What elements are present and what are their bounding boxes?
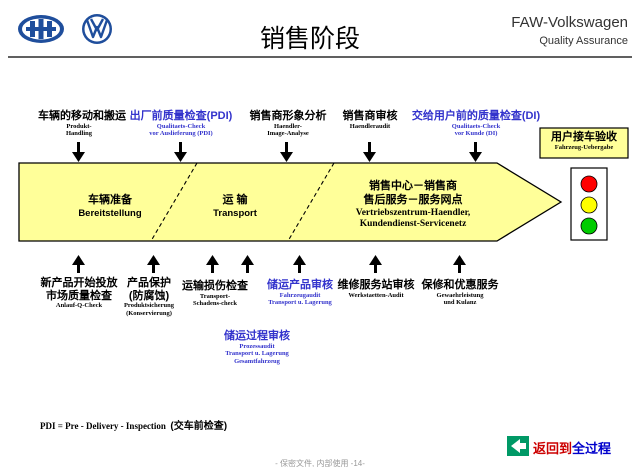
back-link-text: 返回到: [533, 441, 573, 456]
handover-label: 用户接车验收 Fahrzeug-Uebergabe: [540, 131, 628, 151]
top-step: 销售商形象分析 Haendler- Image-Analyse: [243, 110, 333, 138]
phase-cn: 运 输: [222, 194, 248, 206]
phase-preparation: 车辆准备 Bereitstellung: [55, 194, 165, 220]
bottom-step-label: 新产品开始投放: [40, 277, 118, 289]
top-step-sublabel: vor Kunde (DI): [454, 130, 498, 138]
phase-cn: 售后服务－服务网点: [363, 193, 463, 206]
bottom-step-sublabel: Schadens-check: [192, 300, 238, 308]
footnote-text: PDI = Pre - Delivery - Inspection: [40, 421, 166, 431]
process-audit: 储运过程审核 Prozessaudit Transport u. Lagerun…: [212, 330, 302, 365]
process-audit-label: 储运过程审核: [224, 330, 290, 342]
top-step-sublabel: Haendler-: [274, 122, 302, 130]
handover-cn: 用户接车验收: [551, 131, 617, 143]
process-audit-sublabel: Transport u. Lagerung: [225, 350, 289, 358]
top-step-arrow: [174, 142, 187, 162]
top-step-sublabel: Produkt-: [66, 122, 92, 130]
top-step-sublabel: Qualitaets-Check: [451, 122, 501, 130]
process-audit-sublabel: Prozessaudit: [239, 342, 275, 350]
bottom-step-sublabel: Fahrzeugaudit: [279, 291, 321, 299]
brand-name: FAW-Volkswagen: [511, 14, 628, 31]
top-step-sublabel: Handling: [65, 130, 92, 138]
bottom-step-label: 运输损伤检查: [182, 280, 248, 292]
phase-de: Vertriebszentrum-Haendler,: [355, 207, 471, 218]
top-step: 销售商审核 Haendleraudit: [337, 110, 403, 130]
footnote-cn: (交车前检查): [170, 421, 228, 432]
bottom-step-label: 储运产品审核: [267, 279, 333, 291]
phase-transport: 运 输 Transport: [190, 194, 280, 220]
phase-de: Bereitstellung: [78, 207, 142, 219]
top-step-arrow: [72, 142, 85, 162]
bottom-step-label: 维修服务站审核: [337, 279, 415, 291]
bottom-step-arrows: [72, 255, 466, 273]
bottom-step-sublabel: Anlauf-Q-Check: [55, 302, 103, 310]
bottom-step: 维修服务站审核 Werkstaetten-Audit: [335, 279, 417, 299]
bottom-step-sublabel: Produktsicherung: [123, 302, 175, 310]
top-step: 车辆的移动和搬运 Produkt- Handling: [38, 110, 126, 138]
top-step-arrows: [72, 142, 482, 162]
bottom-step-arrow: [369, 255, 382, 273]
bottom-step-label: 保修和优惠服务: [421, 279, 499, 291]
top-step-label: 车辆的移动和搬运: [38, 110, 126, 122]
phase-de: Transport: [213, 207, 257, 219]
bottom-step: 储运产品审核 Fahrzeugaudit Transport u. Lageru…: [255, 279, 345, 307]
top-step-arrow: [280, 142, 293, 162]
bottom-step-label: 市场质量检查: [46, 289, 112, 302]
footnote: PDI = Pre - Delivery - Inspection (交车前检查…: [40, 416, 227, 434]
bottom-step-label: (防腐蚀): [128, 289, 170, 302]
bottom-step-arrow: [147, 255, 160, 273]
top-step-sublabel: vor Auslieferung (PDI): [149, 130, 213, 138]
page-title: 销售阶段: [259, 24, 360, 53]
bottom-step: 保修和优惠服务 Gewaehrleistung und Kulanz: [418, 279, 502, 307]
bottom-step: 新产品开始投放 市场质量检查 Anlauf-Q-Check: [33, 277, 125, 310]
bottom-step-sublabel: Gewaehrleistung: [436, 291, 484, 299]
top-step-label: 销售商形象分析: [249, 110, 327, 122]
top-step-arrow: [469, 142, 482, 162]
top-step: 出厂前质量检查(PDI) Qualitaets-Check vor Auslie…: [128, 110, 234, 138]
brand-subtitle: Quality Assurance: [539, 35, 628, 47]
top-step-arrow: [363, 142, 376, 162]
traffic-light-icon: [570, 167, 608, 241]
confidential-footer: - 保密文件, 内部使用 -14-: [275, 459, 365, 468]
back-to-overview-link[interactable]: 返回到全过程: [533, 438, 611, 457]
vw-logo: [82, 14, 112, 44]
phase-divider-2: [287, 162, 335, 242]
bottom-step-arrow: [72, 255, 85, 273]
bottom-step-arrow: [241, 255, 254, 273]
back-arrow-icon[interactable]: [507, 436, 529, 456]
top-step-sublabel: Haendleraudit: [349, 122, 391, 130]
bottom-step-arrow: [453, 255, 466, 273]
process-audit-sublabel: Gesamtfahrzeug: [234, 357, 280, 365]
bottom-step-sublabel: Werkstaetten-Audit: [348, 291, 404, 299]
top-step-label: 销售商审核: [342, 110, 398, 122]
bottom-step-sublabel: und Kulanz: [443, 299, 477, 307]
bottom-step: 产品保护 (防腐蚀) Produktsicherung (Konservieru…: [118, 277, 180, 317]
top-step: 交给用户前的质量检查(DI) Qualitaets-Check vor Kund…: [410, 110, 542, 138]
top-step-sublabel: Image-Analyse: [267, 130, 309, 138]
faw-logo: [18, 15, 64, 43]
phase-cn: 车辆准备: [88, 194, 132, 206]
phase-divider-1: [150, 162, 198, 242]
bottom-step-sublabel: Transport-: [199, 292, 231, 300]
bottom-step-sublabel: Transport u. Lagerung: [268, 299, 332, 307]
phase-de: Kundendienst-Servicenetz: [359, 219, 467, 230]
bottom-step-arrow: [293, 255, 306, 273]
top-step-label: 交给用户前的质量检查(DI): [411, 110, 541, 122]
handover-box: [539, 127, 629, 159]
back-link-text: 全过程: [572, 441, 612, 456]
handover-de: Fahrzeug-Uebergabe: [554, 143, 614, 151]
bottom-step-label: 产品保护: [127, 277, 171, 289]
bottom-step-arrow: [206, 255, 219, 273]
phase-cn: 销售中心－销售商: [369, 180, 457, 192]
top-step-sublabel: Qualitaets-Check: [156, 122, 206, 130]
top-step-label: 出厂前质量检查(PDI): [129, 110, 233, 122]
bottom-step: 运输损伤检查 Transport- Schadens-check: [180, 280, 250, 308]
process-arrow: [18, 162, 563, 242]
phase-sales-service: 销售中心－销售商 售后服务－服务网点 Vertriebszentrum-Haen…: [333, 180, 493, 231]
bottom-step-sublabel: (Konservierung): [126, 309, 172, 317]
